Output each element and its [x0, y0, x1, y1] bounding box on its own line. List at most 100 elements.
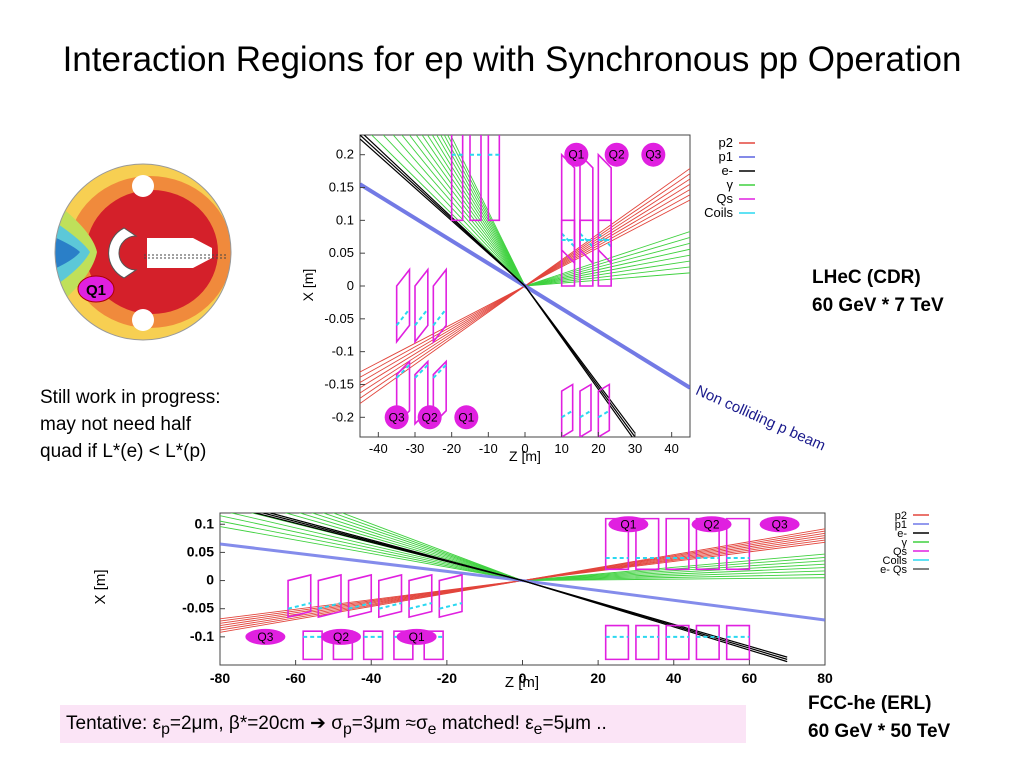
- photon-line: [447, 135, 526, 287]
- x-tick-label: 30: [628, 441, 642, 456]
- x-tick-label: -60: [286, 670, 306, 686]
- y-tick-label: 0: [206, 572, 214, 588]
- photon-line: [522, 553, 825, 582]
- quad-label: Q2: [422, 410, 438, 424]
- quad-label: Q1: [620, 517, 636, 531]
- y-tick-label: -0.15: [324, 376, 354, 391]
- photon-line: [524, 254, 690, 287]
- photon-line: [220, 515, 523, 581]
- x-tick-label: 40: [664, 441, 678, 456]
- electron-beam-line: [363, 135, 633, 437]
- quad-label-badge: [641, 142, 666, 167]
- slide-title: Interaction Regions for ep with Synchron…: [62, 40, 962, 79]
- x-tick-label: 10: [554, 441, 568, 456]
- fcc-label-line2: 60 GeV * 50 TeV: [808, 721, 951, 742]
- x-tick-label: -10: [479, 441, 498, 456]
- photon-line: [522, 560, 825, 582]
- x-tick-label: 60: [742, 670, 758, 686]
- q1-badge: [77, 275, 115, 303]
- photon-line: [522, 570, 825, 582]
- quadrupole-magnet: [432, 359, 447, 426]
- y-tick-label: -0.1: [332, 344, 354, 359]
- x-tick-label: -20: [437, 670, 457, 686]
- x-tick-label: 20: [590, 670, 606, 686]
- y-tick-label: 0.1: [195, 515, 215, 531]
- wip-note: Still work in progress: may not need hal…: [40, 384, 280, 465]
- y-tick-label: 0: [347, 278, 354, 293]
- note-part5: matched! ε: [436, 713, 534, 734]
- tentative-note: Tentative: εp=2μm, β*=20cm ➔ σp=3μm ≈σe …: [60, 705, 746, 743]
- quadrupole-magnet: [635, 517, 660, 571]
- legend-label: p2: [895, 510, 907, 522]
- legend-label: e-: [721, 163, 733, 178]
- coil-marker: [414, 308, 429, 327]
- photon-line: [382, 135, 526, 287]
- quadrupole-magnet: [287, 573, 312, 619]
- quad-label-badge: [691, 516, 732, 533]
- x-tick-label: 80: [817, 670, 833, 686]
- note-sub4: e: [533, 720, 543, 738]
- x-tick-label: 40: [666, 670, 682, 686]
- quadrupole-magnet: [317, 573, 342, 619]
- photon-line: [332, 513, 523, 581]
- legend-label: p1: [895, 519, 907, 531]
- quad-label: Q1: [568, 148, 584, 162]
- quad-label-badge: [454, 405, 479, 430]
- coil-marker: [432, 364, 447, 379]
- fcc-xlabel: Z [m]: [505, 674, 539, 690]
- y-tick-label: 0.2: [336, 147, 354, 162]
- legend-label: Coils: [883, 555, 908, 567]
- hole-bottom: [132, 309, 154, 331]
- lhec-label-line2: 60 GeV * 7 TeV: [812, 295, 944, 316]
- quad-label: Q2: [333, 630, 349, 644]
- photon-line: [524, 242, 690, 287]
- lhec-ylabel: X [m]: [300, 269, 316, 302]
- magnet-cross-section: Q1: [54, 163, 232, 341]
- coil-marker: [348, 602, 372, 610]
- quadrupole-magnet: [665, 517, 690, 571]
- quadrupole-magnet: [560, 219, 576, 287]
- photon-line: [450, 135, 526, 287]
- hole-top: [132, 175, 154, 197]
- coil-marker: [414, 364, 429, 379]
- quad-label-badge: [321, 628, 361, 645]
- beam-pipe-block: [147, 238, 193, 268]
- photon-line: [310, 513, 523, 581]
- legend-label: γ: [902, 537, 908, 549]
- coil-marker: [597, 232, 612, 248]
- note-part1: Tentative: ε: [66, 713, 162, 734]
- legend-label: Qs: [716, 191, 733, 206]
- quad-label: Q3: [645, 148, 661, 162]
- note-sub1: p: [161, 720, 170, 738]
- fcc-label: FCC-he (ERL) 60 GeV * 50 TeV: [808, 690, 950, 746]
- coil-marker: [579, 232, 594, 248]
- quadrupole-magnet: [438, 573, 463, 619]
- quadrupole-magnet: [487, 135, 501, 222]
- quadrupole-magnet: [597, 219, 612, 287]
- x-tick-label: -80: [210, 670, 230, 686]
- quad-label: Q2: [704, 517, 720, 531]
- note-part3: σ: [325, 713, 343, 734]
- note-part2: =2μm, β*=20cm: [169, 713, 311, 734]
- legend-label: p1: [719, 149, 733, 164]
- quadrupole-magnet: [560, 383, 574, 437]
- photon-line: [440, 135, 526, 287]
- note-part4: =3μm ≈σ: [351, 713, 428, 734]
- y-tick-label: 0.05: [187, 543, 214, 559]
- x-tick-label: -20: [442, 441, 461, 456]
- y-tick-label: -0.05: [324, 311, 354, 326]
- coil-marker: [395, 364, 411, 379]
- photon-line: [522, 573, 825, 582]
- y-tick-label: -0.1: [190, 628, 214, 644]
- photon-line: [524, 260, 690, 287]
- quad-label-badge: [417, 405, 442, 430]
- photon-line: [426, 135, 526, 287]
- coil-marker: [395, 308, 411, 327]
- coil-marker: [561, 409, 574, 419]
- quadrupole-magnet: [378, 573, 403, 619]
- note-part6: =5μm ..: [542, 713, 607, 734]
- quad-label-badge: [608, 516, 649, 533]
- wip-line3: quad if L*(e) < L*(p): [40, 441, 207, 462]
- quadrupole-magnet: [597, 152, 612, 265]
